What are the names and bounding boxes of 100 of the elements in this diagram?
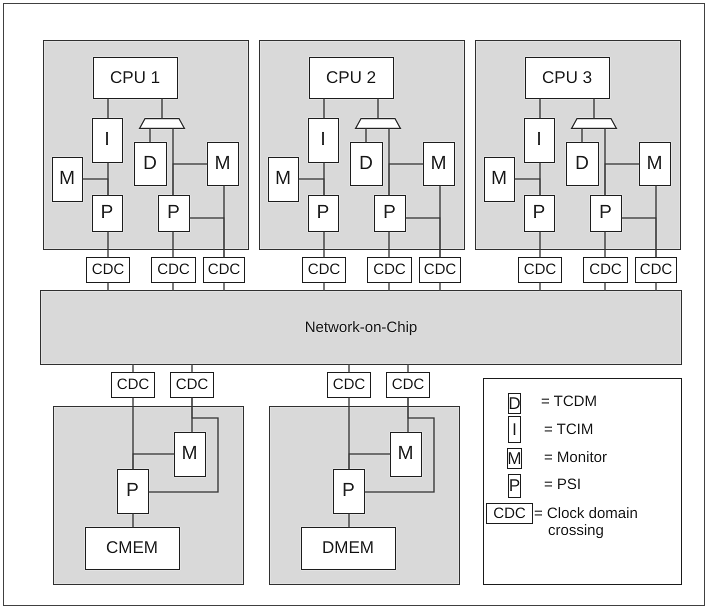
connector-line xyxy=(191,365,193,372)
connector-line xyxy=(149,398,219,493)
block-box: I xyxy=(92,118,122,162)
subsystem-panel xyxy=(43,40,249,250)
connector-line xyxy=(604,163,639,195)
block-box: P xyxy=(308,194,338,232)
connector-line xyxy=(539,283,541,290)
subsystem-panel xyxy=(475,40,681,250)
connector-line xyxy=(365,129,367,142)
component-box: CDC xyxy=(583,257,628,283)
legend-key: I xyxy=(508,416,521,443)
connector-line xyxy=(149,129,151,142)
component-box: CDC xyxy=(151,257,196,283)
block-box: M xyxy=(52,156,82,202)
connector-line xyxy=(406,217,441,257)
component-box: CDC xyxy=(518,257,562,283)
component-box: CDC xyxy=(367,257,412,283)
connector-line xyxy=(107,283,109,290)
block-box: M xyxy=(268,156,298,202)
connector-line xyxy=(539,232,541,257)
connector-line xyxy=(439,283,441,290)
block-box: M xyxy=(484,156,514,202)
block-box: P xyxy=(92,194,122,232)
subsystem-panel xyxy=(269,406,460,585)
connector-line xyxy=(323,232,325,257)
connector-line xyxy=(388,283,390,290)
connector-line xyxy=(132,453,174,469)
legend-key: P xyxy=(508,474,521,498)
component-box: CPU 3 xyxy=(524,56,610,98)
connector-line xyxy=(172,283,174,290)
block-box: M xyxy=(174,432,206,476)
connector-line xyxy=(190,217,225,257)
connector-line xyxy=(622,217,657,257)
connector-line xyxy=(365,398,435,493)
component-box: CDC xyxy=(419,257,461,283)
component-box: CDC xyxy=(86,257,130,283)
connector-line xyxy=(515,178,541,195)
legend-text: = TCIM xyxy=(544,421,594,438)
block-box: P xyxy=(524,194,554,232)
connector-line xyxy=(107,99,109,118)
component-box: DMEM xyxy=(300,526,396,570)
connector-line xyxy=(348,453,390,469)
block-box: D xyxy=(350,142,382,186)
connector-line xyxy=(323,283,325,290)
block-box: P xyxy=(116,468,148,514)
connector-line xyxy=(299,178,325,195)
legend-key: D xyxy=(508,393,521,414)
block-box: P xyxy=(590,194,622,232)
multiplexer-symbol xyxy=(570,118,616,128)
block-box: M xyxy=(390,432,422,476)
block-box: M xyxy=(422,142,454,186)
connector-line xyxy=(388,163,423,195)
network-bar: Network-on-Chip xyxy=(40,290,682,365)
legend-key: CDC xyxy=(486,503,533,524)
legend-text: = TCDM xyxy=(541,393,598,410)
block-box: D xyxy=(134,142,166,186)
component-box: CDC xyxy=(386,372,430,398)
connector-line xyxy=(172,163,207,195)
connector-line xyxy=(132,514,134,527)
component-box: CMEM xyxy=(84,526,180,570)
legend-text: = PSI xyxy=(544,476,582,493)
component-box: CPU 1 xyxy=(92,56,178,98)
connector-line xyxy=(348,514,350,527)
connector-line xyxy=(655,283,657,290)
subsystem-panel xyxy=(259,40,465,250)
multiplexer-symbol xyxy=(138,118,184,128)
connector-line xyxy=(539,99,541,118)
component-box: CDC xyxy=(111,372,155,398)
connector-line xyxy=(377,99,379,118)
block-box: P xyxy=(158,194,190,232)
block-box: D xyxy=(566,142,598,186)
legend-key: M xyxy=(507,448,522,469)
block-box: I xyxy=(308,118,338,162)
component-box: CPU 2 xyxy=(308,56,394,98)
legend-text: = Clock domain crossing xyxy=(534,505,639,539)
component-box: CDC xyxy=(203,257,245,283)
subsystem-panel xyxy=(53,406,244,585)
connector-line xyxy=(604,283,606,290)
connector-line xyxy=(388,232,390,257)
block-box: P xyxy=(374,194,406,232)
connector-line xyxy=(407,365,409,372)
connector-line xyxy=(348,365,350,372)
legend-text: = Monitor xyxy=(544,449,608,466)
block-box: M xyxy=(638,142,670,186)
connector-line xyxy=(161,99,163,118)
component-box: CDC xyxy=(635,257,677,283)
component-box: CDC xyxy=(327,372,371,398)
connector-line xyxy=(223,283,225,290)
connector-line xyxy=(593,99,595,118)
connector-line xyxy=(107,232,109,257)
component-box: CDC xyxy=(302,257,346,283)
block-box: I xyxy=(524,118,554,162)
component-box: CDC xyxy=(170,372,214,398)
connector-line xyxy=(604,232,606,257)
connector-line xyxy=(172,232,174,257)
block-box: P xyxy=(332,468,364,514)
connector-line xyxy=(83,178,109,195)
connector-line xyxy=(323,99,325,118)
block-box: M xyxy=(206,142,238,186)
multiplexer-symbol xyxy=(354,118,400,128)
